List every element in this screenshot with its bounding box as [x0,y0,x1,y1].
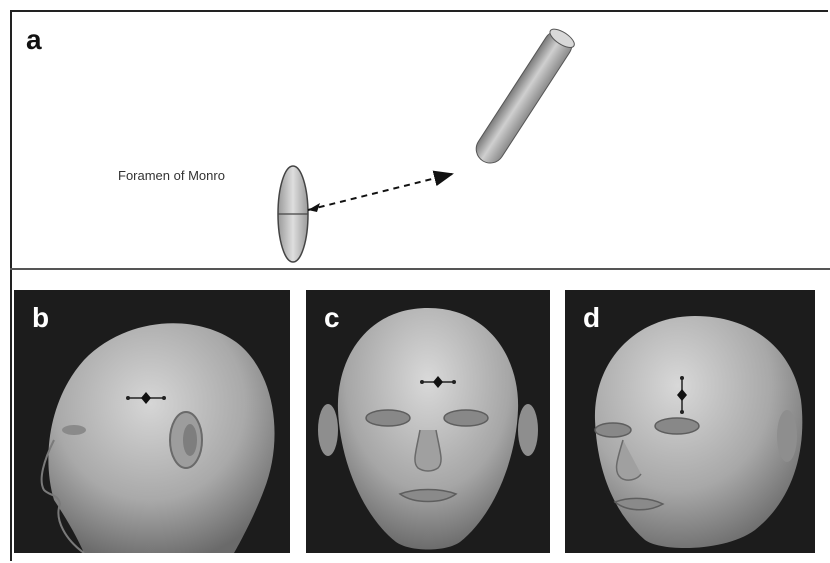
panel-c: c [306,290,550,553]
foramen-label: Foramen of Monro [118,168,225,183]
panel-divider [10,268,830,270]
trajectory-arrow [308,174,452,210]
panel-d: d [565,290,815,553]
head-frontal-image [306,290,550,553]
panel-letter-d: d [583,304,600,332]
catheter-schematic [12,12,828,268]
panel-letter-c: c [324,304,340,332]
panel-letter-b: b [32,304,49,332]
foramen-oval-icon [278,166,308,262]
panel-b: b [14,290,290,553]
head-lateral-image [14,290,290,553]
panel-a: a Foramen of Monro [12,12,828,268]
panel-letter-a: a [26,26,42,54]
catheter-icon [471,26,577,169]
head-oblique-image [565,290,815,553]
